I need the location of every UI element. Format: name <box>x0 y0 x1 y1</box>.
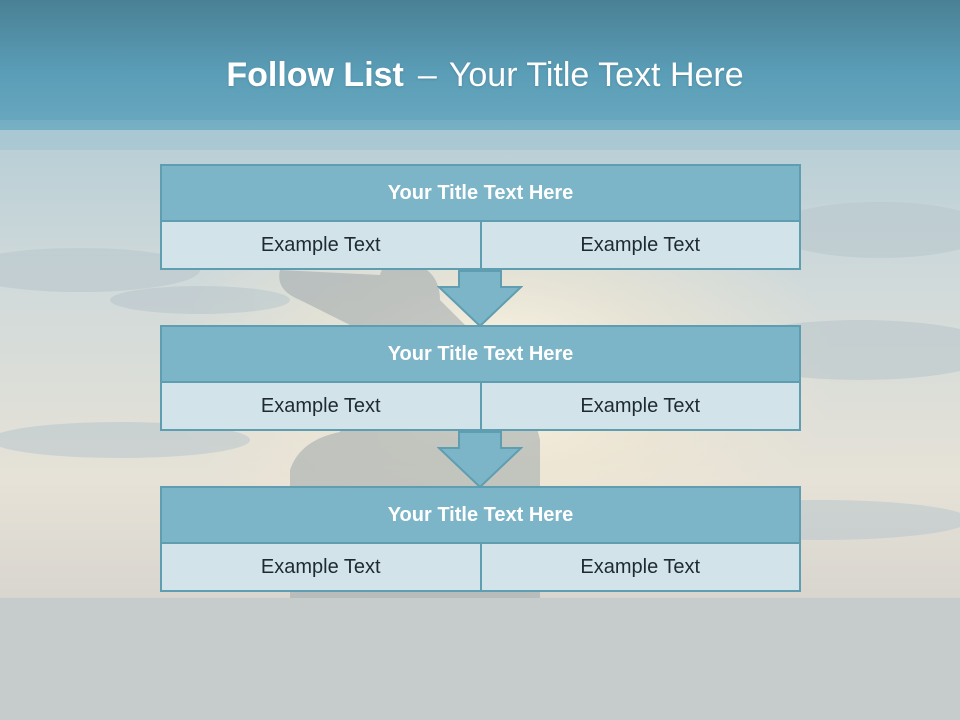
step-row: Example Text Example Text <box>160 220 801 270</box>
step-cell-right: Example Text <box>479 381 801 431</box>
down-arrow-icon <box>437 270 523 328</box>
step-header: Your Title Text Here <box>160 164 801 222</box>
step-cell-left: Example Text <box>160 542 482 592</box>
step-block-2: Your Title Text Here Example Text Exampl… <box>160 325 801 431</box>
step-block-1: Your Title Text Here Example Text Exampl… <box>160 164 801 270</box>
step-cell-left: Example Text <box>160 381 482 431</box>
slide-title: Follow List–Your Title Text Here <box>0 52 960 98</box>
title-separator: – <box>417 56 437 94</box>
title-bold-part: Follow List <box>226 56 404 94</box>
title-rest: Your Title Text Here <box>448 56 744 94</box>
step-block-3: Your Title Text Here Example Text Exampl… <box>160 486 801 592</box>
down-arrow-icon <box>437 431 523 489</box>
step-cell-right: Example Text <box>479 220 801 270</box>
step-header: Your Title Text Here <box>160 325 801 383</box>
step-header: Your Title Text Here <box>160 486 801 544</box>
step-cell-right: Example Text <box>479 542 801 592</box>
step-row: Example Text Example Text <box>160 381 801 431</box>
step-cell-left: Example Text <box>160 220 482 270</box>
step-row: Example Text Example Text <box>160 542 801 592</box>
